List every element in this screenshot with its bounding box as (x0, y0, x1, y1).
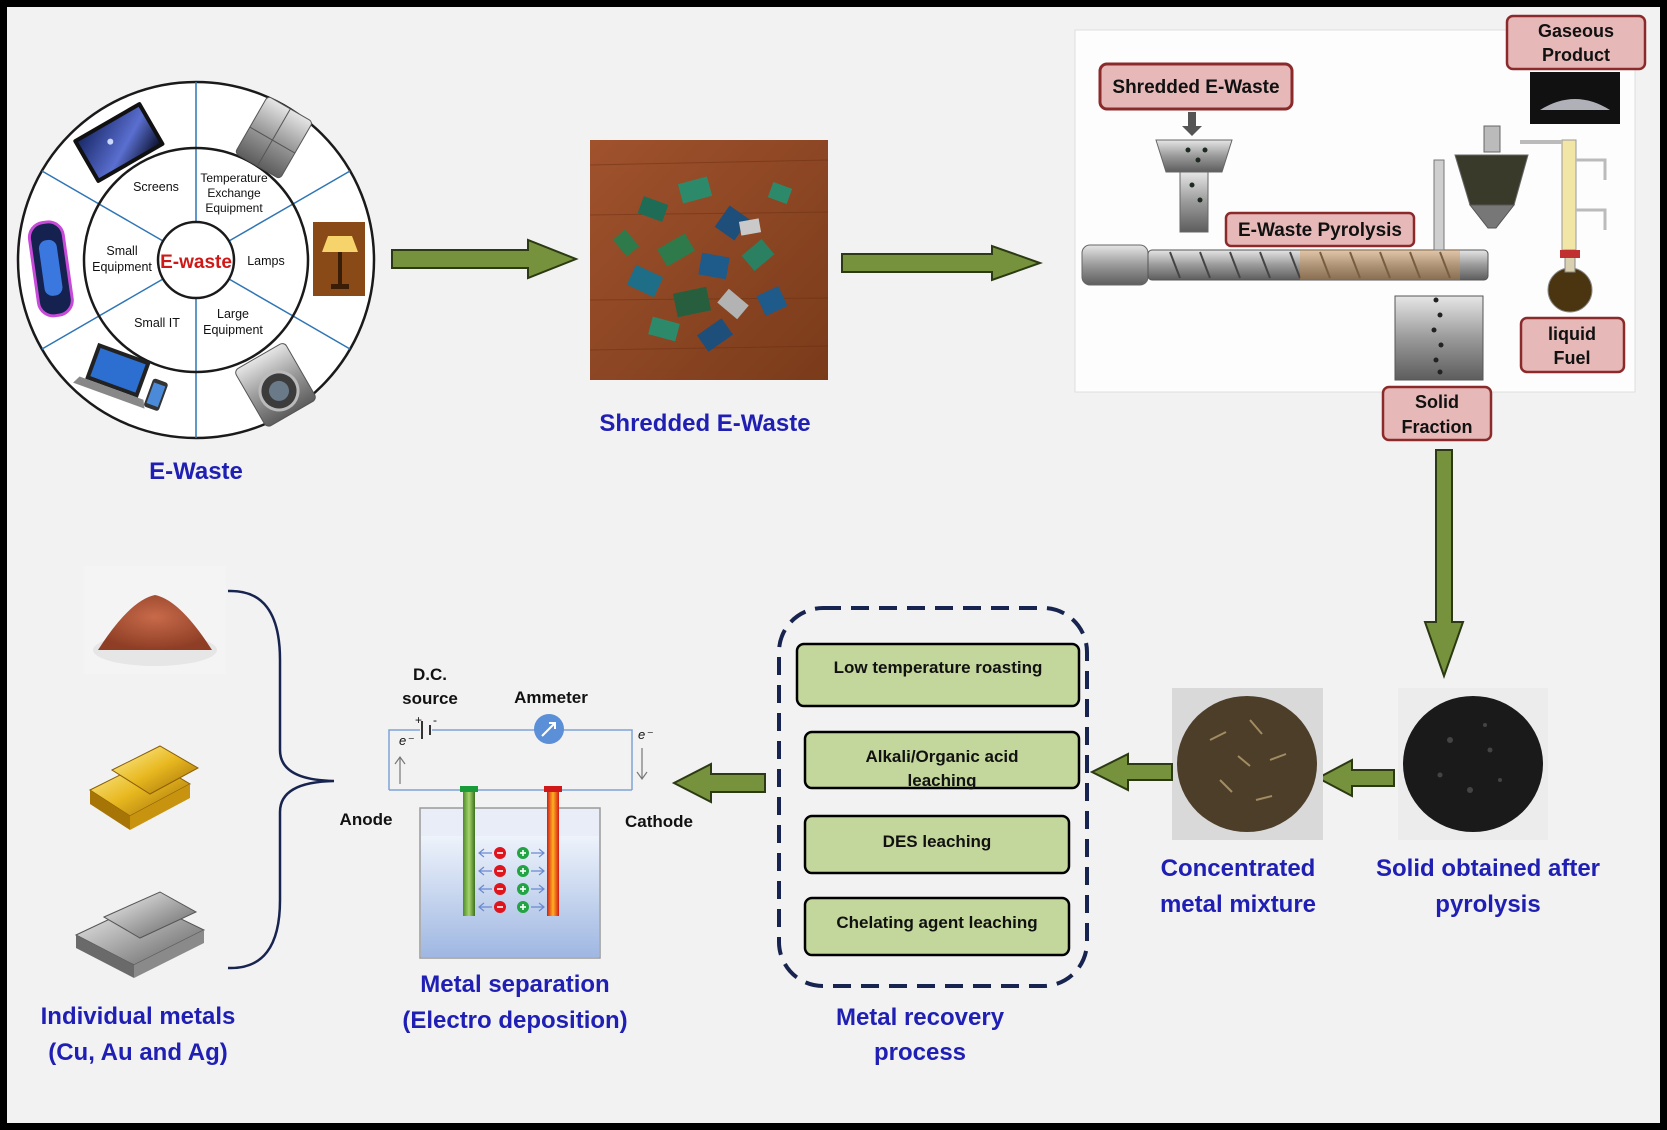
solid-caption-line2: pyrolysis (1435, 891, 1540, 918)
gold-bars-image (88, 745, 200, 830)
step-chelating-leaching: Chelating agent leaching (836, 913, 1037, 932)
tv-screen-image (73, 102, 165, 183)
gaseous-product-image (1530, 72, 1620, 124)
electron-down-arrow (636, 748, 648, 781)
gaseous-product-label-box (1505, 14, 1647, 71)
cathode-electrode (547, 790, 559, 916)
step-box-low-temp-roasting (795, 642, 1081, 708)
electro-caption-line2: (Electro deposition) (402, 1007, 627, 1034)
solid-fraction-label-box (1381, 385, 1493, 442)
silver-bars-image (74, 891, 206, 978)
shredded-ewaste-label: Shredded E-Waste (1112, 77, 1279, 98)
liquid-fuel-label-line1: liquid (1548, 324, 1596, 344)
electro-deposition-cell: + - D.C. source Ammeter e⁻ e⁻ (340, 665, 693, 959)
grouping-brace (227, 589, 335, 970)
battery-minus: - (433, 713, 437, 727)
wheel-inner-ring (82, 146, 310, 374)
motor (1081, 244, 1149, 286)
electrolyte-liquid (421, 836, 599, 957)
wheel-spokes (41, 82, 351, 438)
hopper (1155, 139, 1233, 173)
category-lamps: Lamps (247, 254, 285, 268)
lamp-image (313, 222, 365, 296)
shredded-ewaste-image (589, 140, 829, 380)
ammeter-label: Ammeter (514, 688, 588, 707)
arrow-wheel-to-shredded (391, 238, 579, 280)
battery-plus: + (415, 713, 422, 727)
ion-flow (478, 847, 545, 913)
category-small-it: Small IT (134, 316, 180, 330)
washing-machine-image (235, 343, 316, 427)
refrigerator-image (235, 96, 312, 179)
gaseous-product-label-line1: Gaseous (1538, 21, 1614, 41)
arrow-shredded-to-pyrolysis (841, 244, 1043, 282)
electro-caption-line1: Metal separation (420, 971, 609, 998)
shredded-ewaste-label-box (1098, 62, 1294, 111)
ewaste-caption: E-Waste (149, 458, 243, 485)
pyrolysis-label-box (1224, 211, 1416, 248)
arrow-concentrated-to-recovery (1089, 752, 1173, 792)
wheel-center-label: E-waste (160, 252, 232, 273)
category-screens: Screens (133, 180, 179, 194)
anode-electrode (463, 790, 475, 916)
step-des-leaching: DES leaching (883, 832, 992, 851)
step-box-chelating-leaching (803, 896, 1071, 957)
concentrated-metal-image (1172, 688, 1323, 840)
pyrolysis-apparatus: Shredded E-Waste E-Waste Pyrolysis Gaseo… (1074, 14, 1647, 442)
step-box-alkali-organic-leaching (803, 730, 1081, 790)
electron-left-label: e⁻ (399, 733, 414, 748)
metals-caption-line1: Individual metals (41, 1003, 236, 1030)
concentrated-caption-line1: Concentrated (1161, 855, 1316, 882)
solid-fraction-label-line2: Fraction (1401, 417, 1472, 437)
recovery-caption-line2: process (874, 1039, 966, 1066)
metals-caption-line2: (Cu, Au and Ag) (48, 1039, 228, 1066)
arrow-solid-to-concentrated (1315, 758, 1395, 798)
solid-fraction-label-line1: Solid (1415, 392, 1459, 412)
concentrated-caption-line2: metal mixture (1160, 891, 1316, 918)
liquid-fuel-label-line2: Fuel (1553, 348, 1590, 368)
anode-label: Anode (340, 810, 393, 829)
gaseous-product-label-line2: Product (1542, 45, 1610, 65)
copper-powder-image (84, 566, 226, 674)
arrow-recovery-to-electro (671, 762, 766, 804)
metal-recovery-dashed-box (777, 606, 1089, 988)
shredded-caption: Shredded E-Waste (599, 410, 810, 437)
laptop-phone-image (73, 342, 168, 411)
dc-source-label-line2: source (402, 689, 458, 708)
dc-source-label-line1: D.C. (413, 665, 447, 684)
solid-caption-line1: Solid obtained after (1376, 855, 1600, 882)
electron-up-arrow (394, 755, 406, 784)
liquid-fuel-flask (1547, 267, 1593, 313)
arrow-pyrolysis-to-solid (1423, 449, 1465, 680)
recovery-caption-line1: Metal recovery (836, 1004, 1005, 1031)
cathode-label: Cathode (625, 812, 693, 831)
solid-collector (1394, 295, 1484, 381)
pyrolysis-label: E-Waste Pyrolysis (1238, 220, 1402, 241)
small-device-image (27, 220, 74, 318)
wheel-center-circle (156, 220, 236, 300)
distillation-column (1561, 139, 1577, 251)
step-low-temp-roasting: Low temperature roasting (834, 658, 1043, 677)
step-box-des-leaching (803, 814, 1071, 875)
solid-after-pyrolysis-image (1398, 688, 1548, 840)
electron-right-label: e⁻ (638, 727, 653, 742)
liquid-fuel-label-box (1519, 316, 1626, 374)
